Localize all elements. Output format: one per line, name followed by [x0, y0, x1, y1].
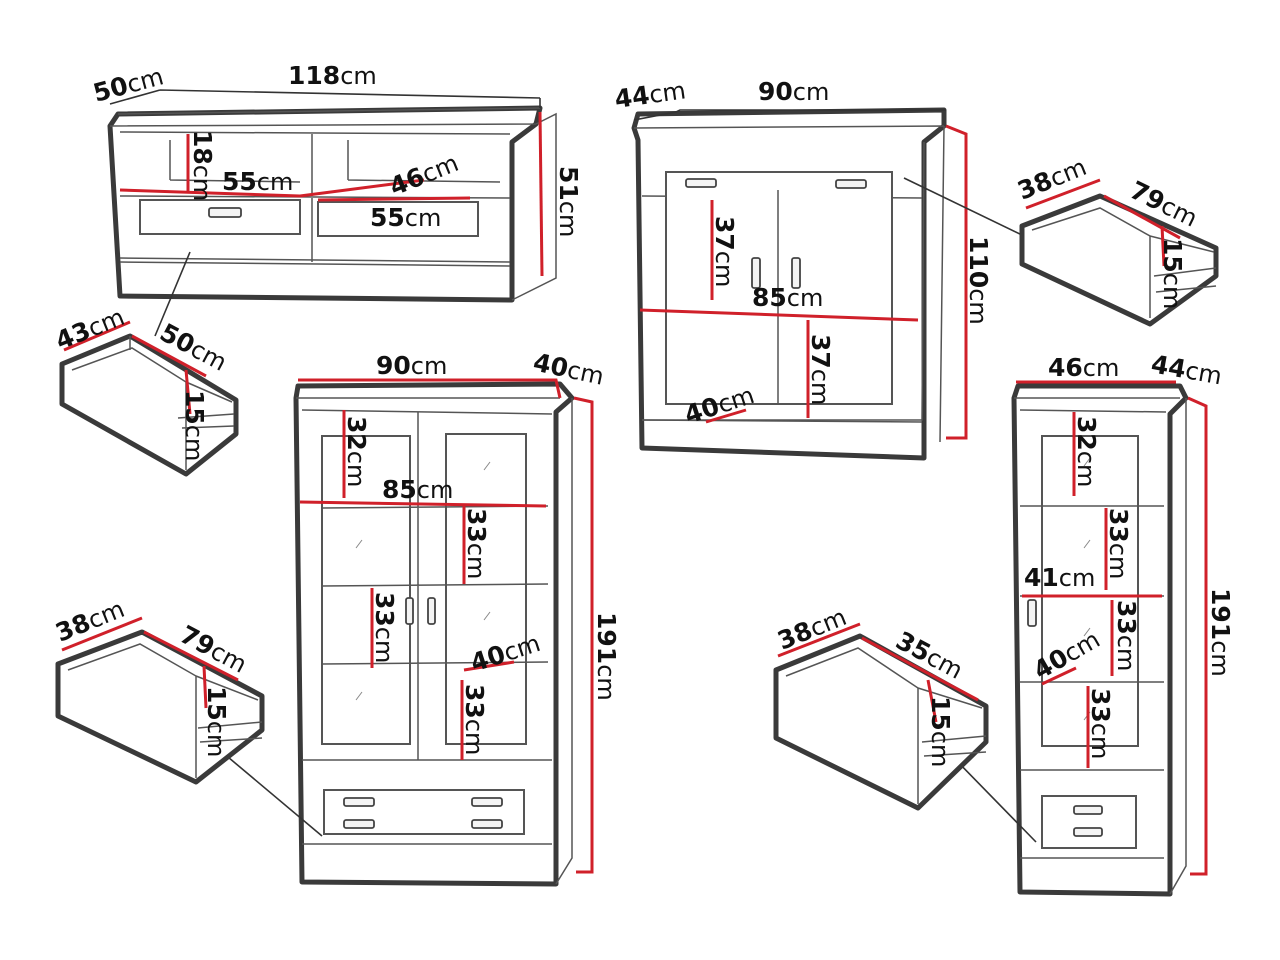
drawer-d [773, 622, 989, 811]
drawer-a [59, 251, 239, 477]
vitrine-small-width-label: 46cm [1048, 353, 1119, 382]
vitrine-small [951, 380, 1208, 897]
drawer-c-height-label: 15cm [202, 686, 231, 757]
tv-depth-label: 50cm [90, 61, 166, 107]
vitrine-large-height-label: 191cm [592, 612, 621, 701]
drawer-d-height-label: 15cm [926, 696, 955, 767]
vitrine-small-shelf-2-label: 33cm [1112, 600, 1141, 671]
vitrine-large-inner-width-label: 85cm [382, 475, 453, 504]
vitrine-small-inner-width-label: 41cm [1024, 563, 1095, 592]
vitrine-large [221, 378, 594, 887]
vitrine-large-shelf-1-label: 33cm [462, 508, 491, 579]
chest-width-label: 90cm [758, 77, 829, 106]
tv-drawer-width-label: 55cm [370, 203, 441, 232]
tv-width-label: 118cm [288, 61, 377, 90]
vitrine-small-shelf-1-label: 33cm [1104, 508, 1133, 579]
vitrine-large-width-label: 90cm [376, 351, 447, 380]
chest-depth-label: 44cm [613, 75, 688, 114]
vitrine-large-depth-label: 40cm [531, 348, 607, 391]
tv-height-label: 51cm [554, 166, 583, 237]
chest-inner-width-label: 85cm [752, 283, 823, 312]
chest-lower-height-label: 37cm [806, 334, 835, 405]
vitrine-small-shelf-3-label: 33cm [1086, 688, 1115, 759]
chest [631, 107, 1025, 461]
vitrine-small-top-shelf-label: 32cm [1072, 416, 1101, 487]
vitrine-small-height-label: 191cm [1206, 588, 1235, 677]
vitrine-small-depth-label: 44cm [1149, 349, 1224, 390]
tv-shelf-height-label: 18cm [188, 130, 217, 201]
vitrine-large-shelf-3-label: 33cm [460, 684, 489, 755]
chest-upper-height-label: 37cm [710, 216, 739, 287]
tv-unit [107, 89, 557, 303]
drawer-c [55, 616, 265, 785]
tv-shelf-width-label: 55cm [222, 167, 293, 196]
vitrine-large-shelf-2-label: 33cm [370, 592, 399, 663]
drawer-b-height-label: 15cm [1158, 238, 1187, 309]
drawer-a-height-label: 15cm [180, 390, 209, 461]
drawer-b [1019, 178, 1219, 327]
chest-height-label: 110cm [964, 236, 993, 325]
vitrine-large-top-shelf-label: 32cm [342, 416, 371, 487]
